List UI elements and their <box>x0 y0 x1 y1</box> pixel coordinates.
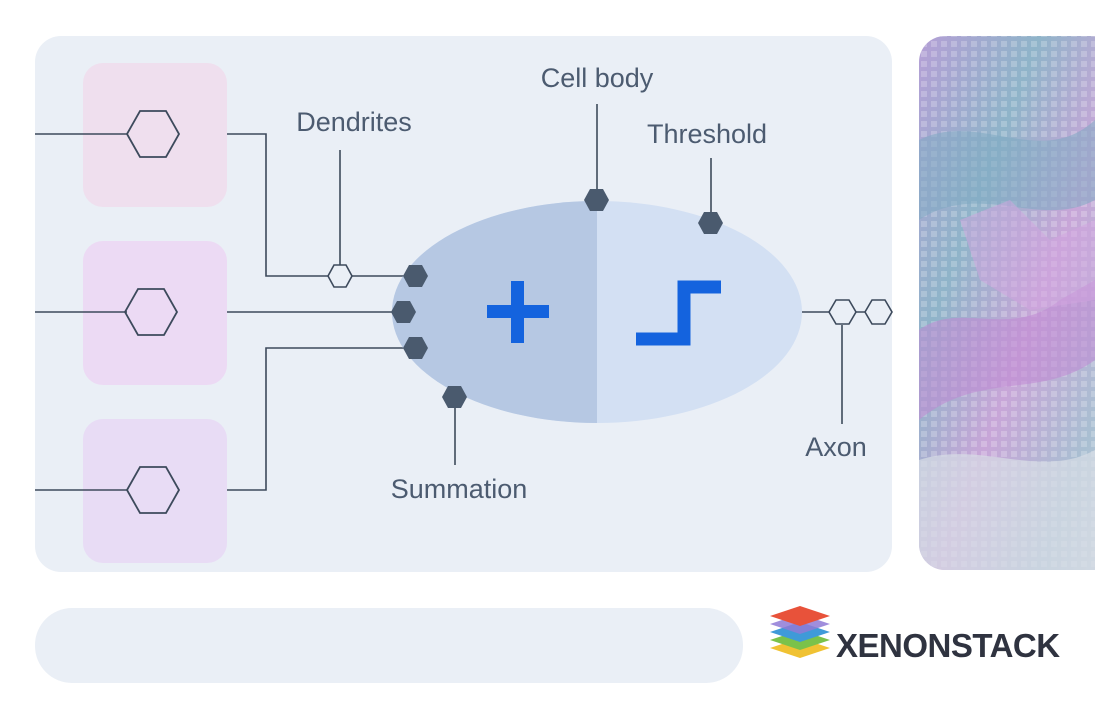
input-box-3 <box>83 419 227 563</box>
threshold-label: Threshold <box>647 119 767 149</box>
dendrite-junction-hexagon-icon <box>327 264 353 288</box>
input-box-1 <box>83 63 227 207</box>
summation-label: Summation <box>391 474 528 504</box>
stacked-layers-logo-icon <box>770 606 830 658</box>
dendrite-node-3-icon <box>403 337 428 359</box>
axon-hexagon-2-icon <box>864 299 893 325</box>
input-hexagon-2-icon <box>123 288 179 336</box>
axon-label: Axon <box>805 432 867 462</box>
input-box-2 <box>83 241 227 385</box>
dendrites-label: Dendrites <box>296 107 412 137</box>
bottom-bar <box>35 608 743 683</box>
dendrite-node-1-icon <box>403 265 428 287</box>
plus-icon <box>487 281 549 343</box>
input-hexagon-1-icon <box>125 110 181 158</box>
brand-name: XENONSTACK <box>836 627 1060 664</box>
cell-body-node-icon <box>584 189 609 211</box>
step-function-icon <box>636 280 721 346</box>
threshold-node-icon <box>698 212 723 234</box>
dendrite-connection-3 <box>227 347 416 491</box>
dendrite-node-2-icon <box>391 301 416 323</box>
input-hexagon-3-icon <box>125 466 181 514</box>
summation-node-icon <box>442 386 467 408</box>
axon-hexagon-1-icon <box>828 299 857 325</box>
cell-body-label: Cell body <box>541 63 654 93</box>
decorative-abstract-image <box>919 36 1095 570</box>
